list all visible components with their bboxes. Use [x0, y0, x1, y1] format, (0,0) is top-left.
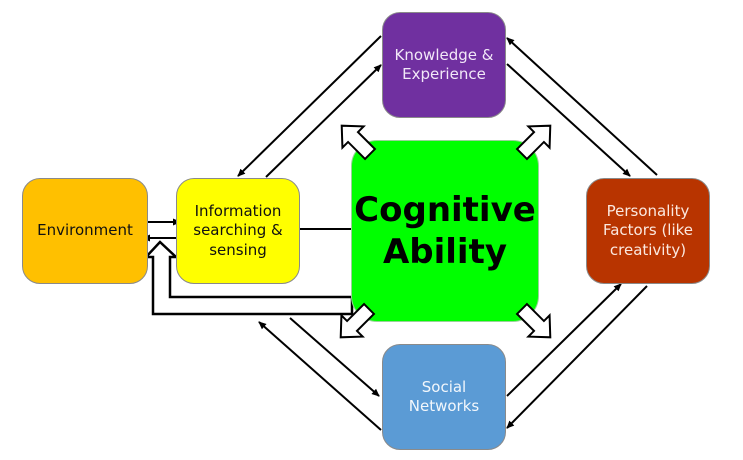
node-cognitive-label: Cognitive Ability: [354, 189, 536, 273]
node-social-label: Social Networks: [408, 377, 480, 416]
node-environment-label: Environment: [37, 221, 133, 240]
edge-information-to-knowledge: [265, 64, 382, 178]
edge-knowledge-to-information: [237, 35, 382, 177]
edge-knowledge-to-personality: [506, 63, 631, 177]
edge-personality-to-knowledge: [506, 37, 658, 176]
node-personality-factors[interactable]: Personality Factors (like creativity): [586, 178, 710, 284]
node-social-networks[interactable]: Social Networks: [382, 344, 506, 450]
edge-personality-to-social: [506, 285, 648, 429]
block-arrow-cognitive-to-environment: [143, 240, 354, 316]
node-information-label: Information searching & sensing: [193, 201, 283, 259]
node-personality-label: Personality Factors (like creativity): [602, 201, 694, 259]
edge-information-to-social: [289, 317, 380, 397]
edge-social-to-information: [258, 321, 382, 431]
node-cognitive-ability[interactable]: Cognitive Ability: [351, 140, 539, 322]
node-knowledge-experience[interactable]: Knowledge & Experience: [382, 12, 506, 118]
node-knowledge-label: Knowledge & Experience: [394, 45, 494, 84]
node-environment[interactable]: Environment: [22, 178, 148, 284]
edge-social-to-personality: [506, 283, 622, 397]
node-information-searching[interactable]: Information searching & sensing: [176, 178, 300, 284]
